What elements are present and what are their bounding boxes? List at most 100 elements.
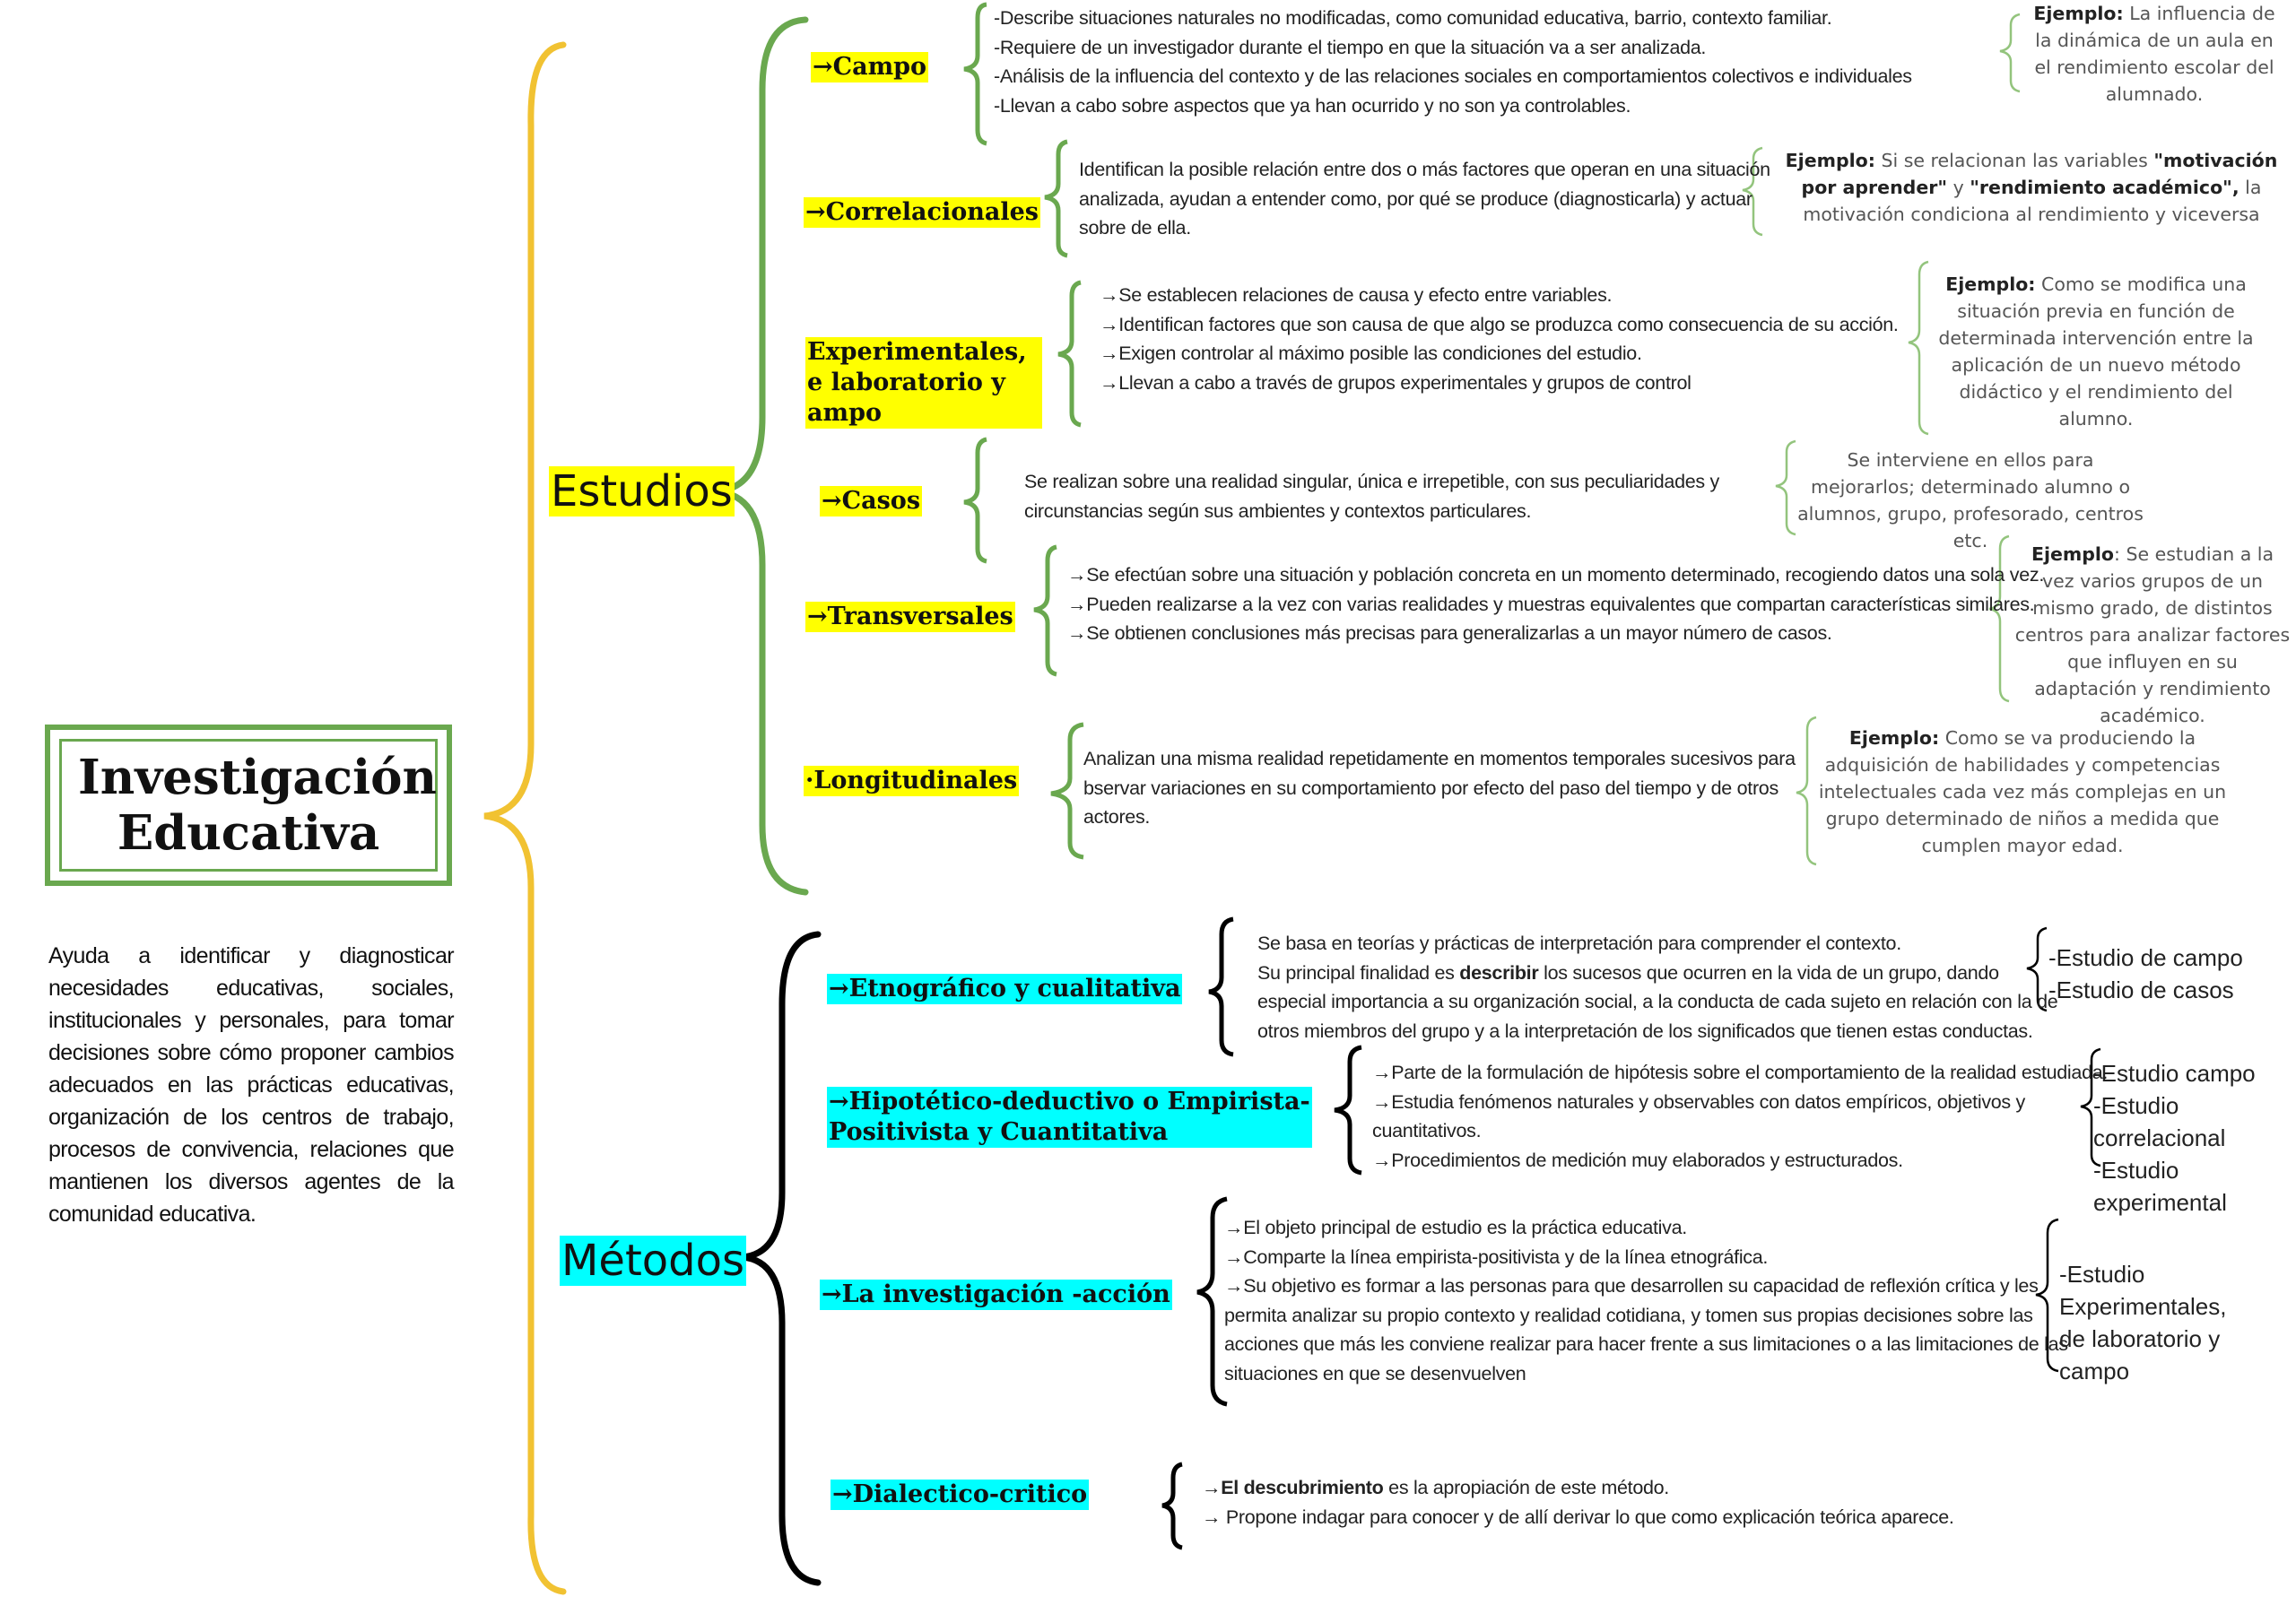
longitudinales-line: Analizan una misma realidad repetidament… xyxy=(1083,748,1796,769)
main-title-inner: Investigación Educativa xyxy=(59,739,438,872)
casos-description: Se realizan sobre una realidad singular,… xyxy=(1024,467,1719,525)
accion-line: acciones que más les conviene realizar p… xyxy=(1224,1333,2068,1356)
transversales-label: →Transversales xyxy=(805,602,1015,632)
metodos-heading: Métodos xyxy=(560,1236,746,1286)
accion-study: de laboratorio y campo xyxy=(2059,1325,2221,1384)
transversales-brace xyxy=(1033,544,1057,677)
dialectico-brace xyxy=(1161,1462,1183,1550)
hipotetico-brace xyxy=(1334,1045,1362,1176)
longitudinales-description: Analizan una misma realidad repetidament… xyxy=(1083,744,1796,832)
etnografico-keyword: describir xyxy=(1459,961,1539,984)
metodos-brace xyxy=(742,931,822,1586)
correlacionales-line: sobre de ella. xyxy=(1079,217,1191,239)
accion-brace xyxy=(1196,1196,1228,1407)
casos-label: →Casos xyxy=(820,486,923,516)
campo-line: -Llevan a cabo sobre aspectos que ya han… xyxy=(994,94,1631,117)
experimentales-label-line: Experimentales, xyxy=(807,338,1027,366)
experimentales-label-line: ampo xyxy=(807,399,882,427)
accion-label: →La investigación -acción xyxy=(820,1280,1172,1310)
correlacionales-example-head: Ejemplo: xyxy=(1785,150,1875,171)
hipotetico-study: -Estudio campo xyxy=(2093,1060,2256,1087)
transversales-example-brace xyxy=(1988,534,2010,703)
etnografico-description: Se basa en teorías y prácticas de interp… xyxy=(1257,929,2058,1046)
correlacionales-example-var2: "rendimiento académico", xyxy=(1970,177,2239,198)
main-title: Investigación Educativa xyxy=(78,750,437,861)
etnografico-label: →Etnográfico y cualitativa xyxy=(827,974,1183,1004)
experimentales-line: →Identifican factores que son causa de q… xyxy=(1100,313,1899,335)
main-brace xyxy=(483,41,567,1595)
dialectico-line-end: es la apropiación de este método. xyxy=(1388,1477,1669,1498)
transversales-line: →Se efectúan sobre una situación y pobla… xyxy=(1067,564,2044,586)
casos-example-brace xyxy=(1775,439,1796,536)
casos-example: Se interviene en ellos para mejorarlos; … xyxy=(1796,447,2145,554)
longitudinales-line: actores. xyxy=(1083,806,1151,829)
estudios-brace xyxy=(715,16,809,896)
experimentales-line: →Llevan a cabo a través de grupos experi… xyxy=(1100,371,1692,394)
etnografico-line-end: los sucesos que ocurren en la vida de un… xyxy=(1544,961,1999,984)
hipotetico-line: →Parte de la formulación de hipótesis so… xyxy=(1372,1062,2109,1083)
correlacionales-brace xyxy=(1044,139,1068,258)
accion-study: -Estudio Experimentales, xyxy=(2059,1261,2227,1320)
experimentales-example-head: Ejemplo: xyxy=(1945,273,2036,295)
accion-line: →Comparte la línea empirista-positivista… xyxy=(1224,1245,1769,1268)
etnografico-studies-brace xyxy=(2026,926,2048,1012)
longitudinales-example-brace xyxy=(1796,716,1817,866)
experimentales-example-text: Como se modifica una situación previa en… xyxy=(1938,273,2254,430)
correlacionales-label: →Correlacionales xyxy=(804,197,1040,228)
longitudinales-line: bservar variaciones en su comportamiento… xyxy=(1083,777,1779,799)
casos-brace xyxy=(963,437,987,564)
dialectico-line: → Propone indagar para conocer y de allí… xyxy=(1202,1506,1954,1528)
accion-studies: -Estudio Experimentales, de laboratorio … xyxy=(2059,1258,2296,1387)
intro-text: Ayuda a identificar y diagnosticar neces… xyxy=(48,943,455,1227)
casos-line: Se realizan sobre una realidad singular,… xyxy=(1024,471,1719,492)
etnografico-line: otros miembros del grupo y a la interpre… xyxy=(1257,1020,2033,1042)
campo-line: -Describe situaciones naturales no modif… xyxy=(994,7,1832,29)
etnografico-line-start: Su principal finalidad es xyxy=(1257,961,1455,984)
estudios-heading: Estudios xyxy=(549,466,735,516)
hipotetico-label-line: →Hipotético-deductivo o Empirista- xyxy=(829,1088,1310,1115)
experimentales-example: Ejemplo: Como se modifica una situación … xyxy=(1930,271,2262,432)
dialectico-arrow: → xyxy=(1202,1477,1222,1498)
longitudinales-example-text: Como se va produciendo la adquisición de… xyxy=(1818,727,2227,856)
transversales-example: Ejemplo: Se estudian a la vez varios gru… xyxy=(2013,541,2292,729)
campo-label: →Campo xyxy=(811,52,929,82)
campo-description: -Describe situaciones naturales no modif… xyxy=(994,4,1912,120)
dialectico-label: →Dialectico-critico xyxy=(831,1480,1090,1510)
dialectico-description: →El descubrimiento es la apropiación de … xyxy=(1202,1473,1954,1532)
accion-line: →El objeto principal de estudio es la pr… xyxy=(1224,1217,1687,1238)
campo-line: -Requiere de un investigador durante el … xyxy=(994,36,1707,58)
accion-description: →El objeto principal de estudio es la pr… xyxy=(1224,1213,2068,1389)
correlacionales-example-var1: "motivación por aprender" xyxy=(1801,150,2278,198)
correlacionales-description: Identifican la posible relación entre do… xyxy=(1079,155,1770,243)
hipotetico-description: →Parte de la formulación de hipótesis so… xyxy=(1372,1058,2108,1175)
dialectico-line: →El descubrimiento es la apropiación de … xyxy=(1202,1473,1954,1503)
etnografico-line: Se basa en teorías y prácticas de interp… xyxy=(1257,933,1901,954)
experimentales-line: →Se establecen relaciones de causa y efe… xyxy=(1100,284,1613,306)
correlacionales-example-and: y xyxy=(1952,177,1964,198)
experimentales-line: →Exigen controlar al máximo posible las … xyxy=(1100,343,1642,365)
experimentales-label-line: e laboratorio y xyxy=(807,369,1005,396)
hipotetico-label: →Hipotético-deductivo o Empirista- Posit… xyxy=(827,1087,1312,1148)
correlacionales-example-tail: la motivación condiciona al rendimiento … xyxy=(1803,177,2262,225)
transversales-example-text: : Se estudian a la vez varios grupos de … xyxy=(2014,543,2291,726)
etnografico-studies: -Estudio de campo -Estudio de casos xyxy=(2048,942,2243,1006)
transversales-line: →Pueden realizarse a la vez con varias r… xyxy=(1067,593,2035,615)
etnografico-study: -Estudio de campo xyxy=(2048,944,2243,971)
correlacionales-example-brace xyxy=(1742,146,1763,237)
experimentales-description: →Se establecen relaciones de causa y efe… xyxy=(1100,281,1899,397)
transversales-description: →Se efectúan sobre una situación y pobla… xyxy=(1067,560,2044,648)
campo-example-head: Ejemplo: xyxy=(2033,3,2124,24)
campo-example-text: La influencia de la dinámica de un aula … xyxy=(2034,3,2275,105)
hipotetico-line: cuantitativos. xyxy=(1372,1120,1482,1142)
longitudinales-label: ·Longitudinales xyxy=(804,766,1020,796)
etnografico-line: Su principal finalidad es describir los … xyxy=(1257,959,2057,988)
campo-brace xyxy=(963,2,987,146)
correlacionales-example: Ejemplo: Si se relacionan las variables … xyxy=(1780,147,2283,228)
transversales-line: →Se obtienen conclusiones más precisas p… xyxy=(1067,622,1832,645)
etnografico-brace xyxy=(1208,916,1234,1057)
campo-example-brace xyxy=(1999,13,2021,93)
experimentales-brace xyxy=(1057,280,1082,428)
hipotetico-studies-brace xyxy=(2080,1047,2101,1167)
etnografico-study: -Estudio de casos xyxy=(2048,976,2234,1003)
